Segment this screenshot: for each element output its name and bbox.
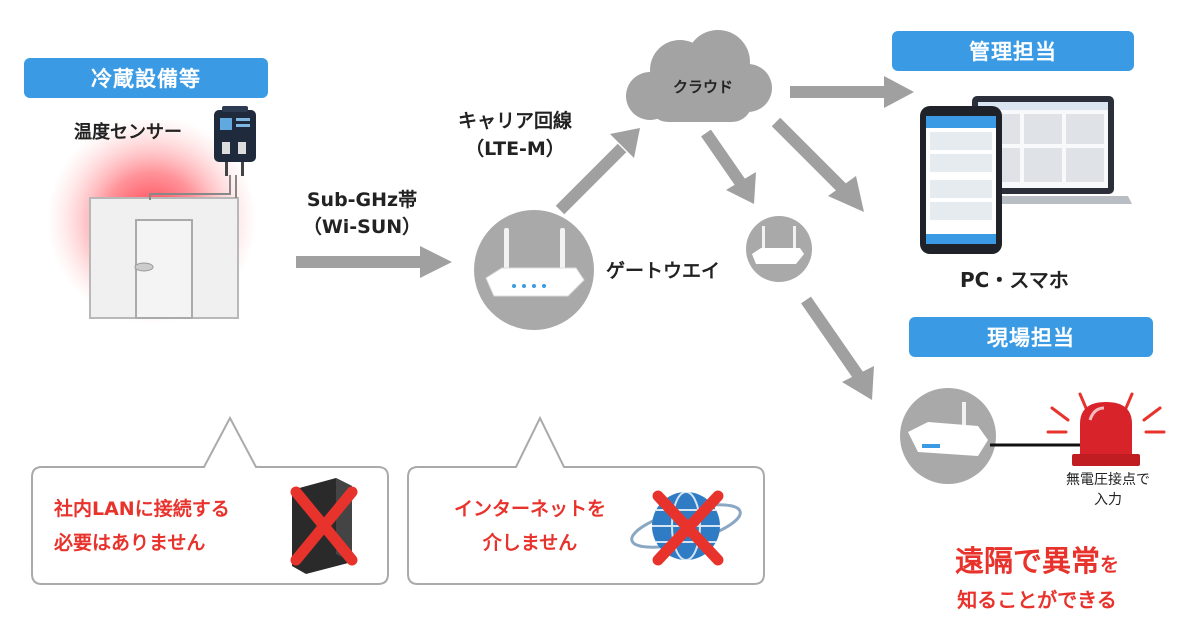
contact-line1: 無電圧接点で (1066, 472, 1150, 488)
management-label: 管理担当 (892, 31, 1134, 71)
conclusion-big: 遠隔で異常 (954, 544, 1100, 578)
arrow-cloud-devices (771, 117, 851, 197)
cold-storage-illustration (47, 120, 257, 325)
gateway-router-icon (746, 216, 812, 282)
cold-storage-label: 冷蔵設備等 (24, 58, 268, 98)
cross-mark-icon (290, 486, 358, 566)
wireless-router-icon (474, 210, 594, 330)
gateway-label: ゲートウエイ (606, 260, 721, 282)
contact-line2: 入力 (1094, 492, 1122, 508)
carrier-label: キャリア回線 （LTE-M） (440, 107, 590, 163)
carrier-line1: キャリア回線 (457, 110, 572, 132)
contact-wire (990, 443, 1080, 447)
no-lan-line1: 社内LANに接続する (54, 498, 230, 520)
cross-mark-icon (652, 490, 724, 566)
pc-phone-label: PC・スマホ (960, 268, 1069, 292)
temperature-sensor-icon (214, 106, 256, 176)
arrow-gateway-site (801, 296, 865, 382)
subghz-line1: Sub-GHz帯 (306, 189, 418, 211)
pc-and-smartphone-icon (920, 96, 1132, 254)
conclusion-text: 遠隔で異常を 知ることができる (932, 538, 1142, 613)
warning-beacon-icon (1046, 392, 1166, 466)
door-handle (134, 262, 154, 272)
no-internet-line2: 介しません (482, 532, 578, 554)
cloud-label: クラウド (672, 78, 733, 96)
no-lan-line2: 必要はありません (54, 532, 206, 554)
no-internet-text: インターネットを 介しません (440, 492, 620, 560)
site-router-icon (900, 388, 996, 484)
subghz-label: Sub-GHz帯 （Wi-SUN） (292, 187, 432, 241)
subghz-line2: （Wi-SUN） (302, 216, 422, 238)
cloud-icon (626, 30, 772, 122)
no-internet-line1: インターネットを (453, 498, 606, 520)
conclusion-suffix: を (1100, 554, 1120, 576)
arrow-cloud-gateway (701, 129, 747, 189)
temp-sensor-label: 温度センサー (74, 122, 182, 143)
contact-label: 無電圧接点で 入力 (1048, 470, 1168, 510)
carrier-line2: （LTE-M） (465, 138, 565, 160)
sensor-cable (149, 175, 231, 200)
arrow-router-cloud (555, 143, 627, 215)
no-lan-text: 社内LANに接続する 必要はありません (54, 492, 230, 560)
site-label: 現場担当 (909, 317, 1153, 357)
conclusion-line2: 知ることができる (957, 588, 1117, 612)
